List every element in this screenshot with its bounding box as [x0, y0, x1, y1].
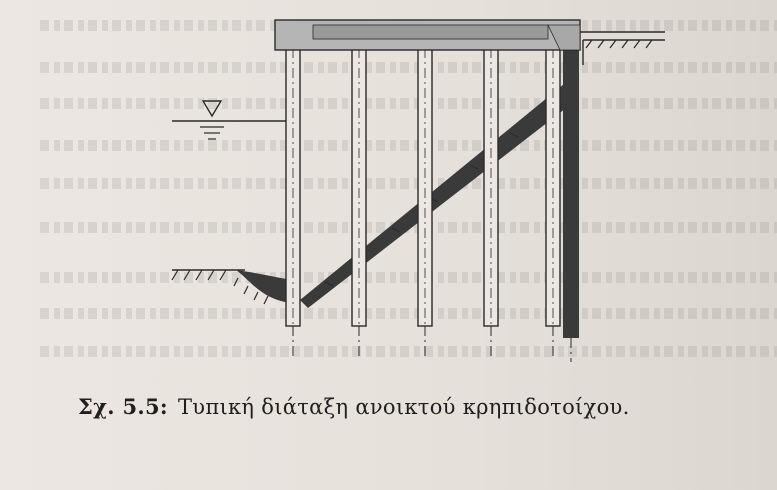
pile-3 [417, 47, 433, 360]
pile-5 [545, 47, 561, 360]
concrete-deck [274, 19, 665, 51]
pile-4 [483, 47, 499, 360]
water-level-symbol [172, 100, 295, 140]
quay-wall-diagram [171, 19, 665, 362]
figure-caption: Σχ. 5.5: Τυπική διάταξη ανοικτού κρηπιδοτ… [78, 394, 630, 419]
piles [285, 47, 561, 360]
seabed-ground [171, 269, 292, 305]
backfill-ground [582, 39, 665, 65]
retaining-wall [563, 48, 579, 362]
figure-caption-text: Τυπική διάταξη ανοικτού κρηπιδοτοίχου. [177, 395, 630, 419]
figure-label: Σχ. 5.5: [78, 394, 168, 419]
pile-1 [285, 47, 301, 360]
slope-revetment [300, 75, 579, 308]
pile-2 [351, 47, 367, 360]
